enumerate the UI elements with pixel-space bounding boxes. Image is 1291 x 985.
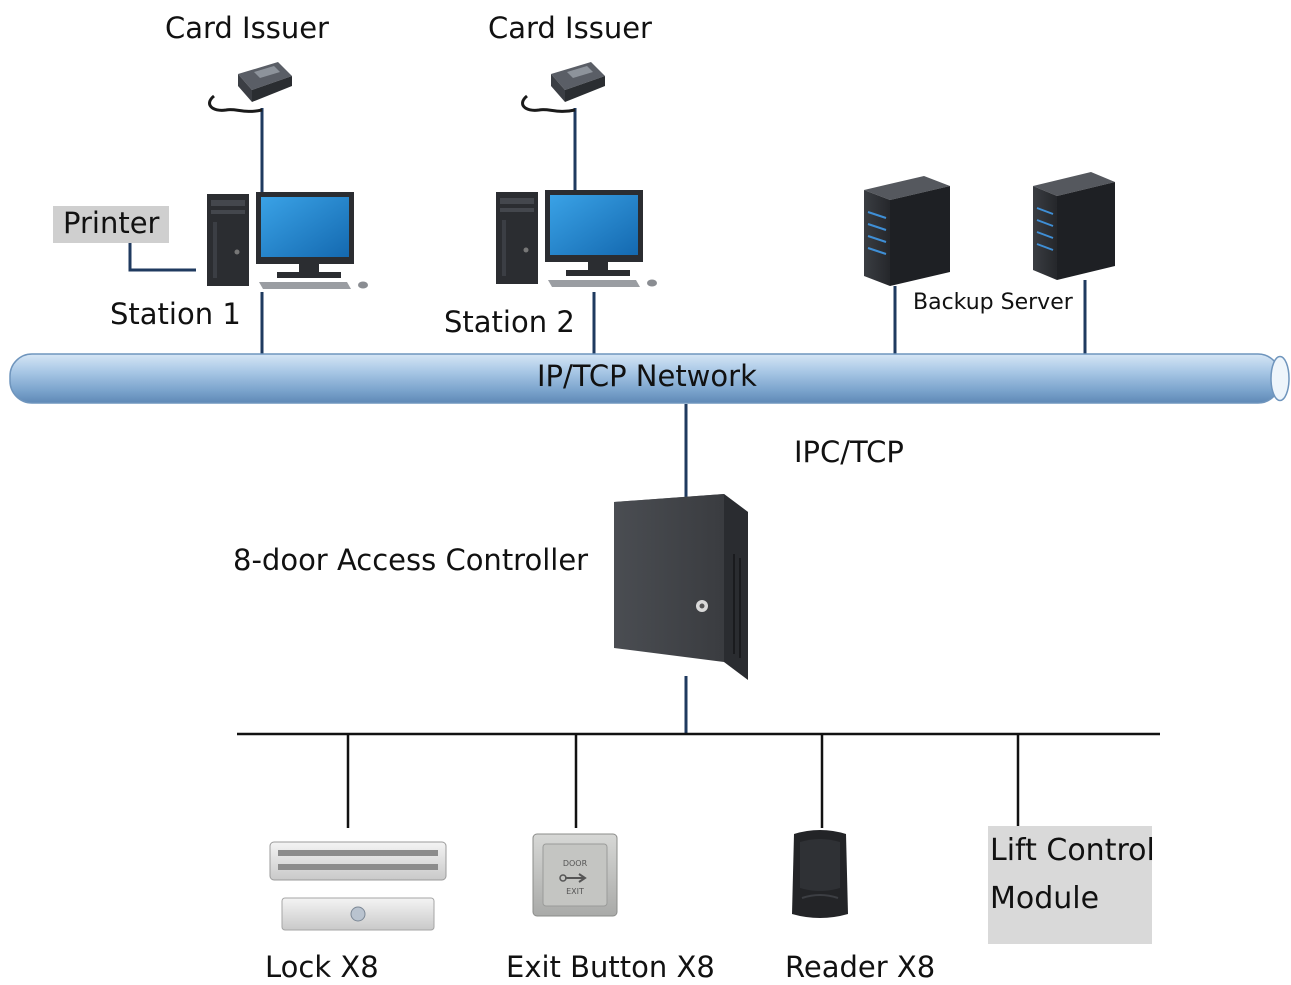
station-1-label: Station 1 xyxy=(110,297,241,331)
backup-server-label: Backup Server xyxy=(913,290,1073,315)
reader-label: Reader X8 xyxy=(785,950,936,984)
exit-button-door-text: DOOR xyxy=(563,859,588,868)
server-2-icon xyxy=(1033,172,1115,280)
line-printer-station1 xyxy=(128,243,196,272)
station-2-label: Station 2 xyxy=(444,305,575,339)
card-issuer-2-label: Card Issuer xyxy=(488,11,652,45)
network-pipe xyxy=(9,353,1290,404)
exit-button-exit-text: EXIT xyxy=(566,887,584,896)
device-bus xyxy=(237,732,1160,828)
access-controller-icon xyxy=(614,494,748,680)
printer-label: Printer xyxy=(53,206,170,243)
connector-lines xyxy=(128,108,1087,734)
magnetic-lock-icon xyxy=(269,841,447,931)
server-1-icon xyxy=(864,176,950,286)
lift-control-module: Lift Control Module xyxy=(988,826,1155,944)
station-2-computer-icon xyxy=(496,190,657,287)
network-label: IP/TCP Network xyxy=(537,359,757,393)
exit-button-icon: DOOR EXIT xyxy=(532,833,618,917)
card-issuer-1-icon xyxy=(208,62,292,113)
lift-control-label-line2: Module xyxy=(990,881,1100,916)
ipc-tcp-label: IPC/TCP xyxy=(794,435,904,469)
card-issuer-2-icon xyxy=(521,62,605,113)
access-controller-label: 8-door Access Controller xyxy=(233,543,589,577)
station-1-computer-icon xyxy=(207,192,368,289)
lock-label: Lock X8 xyxy=(265,950,379,984)
card-issuer-1-label: Card Issuer xyxy=(165,11,329,45)
exit-button-label: Exit Button X8 xyxy=(506,950,715,984)
lift-control-label-line1: Lift Control xyxy=(990,833,1155,868)
card-reader-icon xyxy=(792,830,848,918)
